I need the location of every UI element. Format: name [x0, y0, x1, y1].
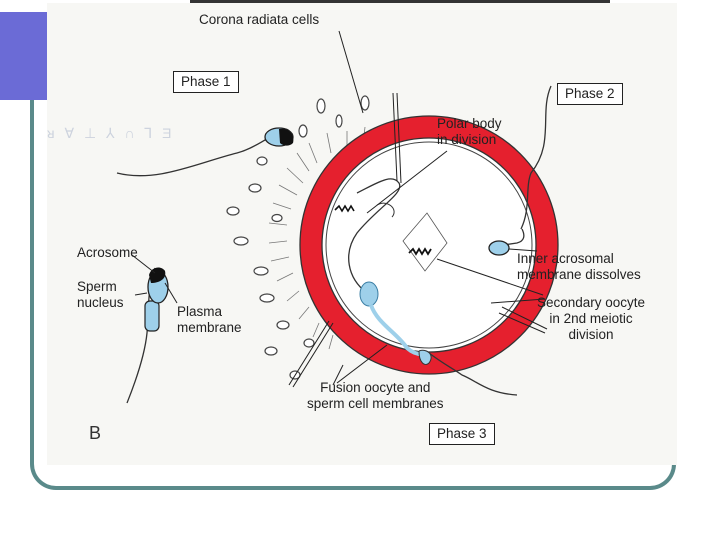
panel-letter: B	[89, 423, 101, 444]
sperm-phase3-head	[360, 282, 378, 306]
sperm-phase2-head	[489, 241, 509, 255]
label-inner-acrosomal: Inner acrosomal membrane dissolves	[517, 251, 641, 283]
label-secondary-oocyte: Secondary oocyte in 2nd meiotic division	[537, 295, 645, 343]
phase-2-box: Phase 2	[557, 83, 623, 105]
sperm-phase1-tail	[117, 138, 269, 176]
slide-accent-bar-lower	[0, 92, 47, 100]
scan-bleed-text: ᴚ ∀ ⊥ ⅄ ∩ Ꞁ Ǝ	[47, 125, 174, 141]
phase-1-box: Phase 1	[173, 71, 239, 93]
label-fusion: Fusion oocyte and sperm cell membranes	[307, 380, 444, 412]
label-sperm-nucleus: Sperm nucleus	[77, 279, 124, 311]
phase-3-box: Phase 3	[429, 423, 495, 445]
label-acrosome: Acrosome	[77, 245, 138, 261]
label-polar-body: Polar body in division	[437, 116, 502, 148]
slide-accent-bar	[0, 12, 47, 92]
label-corona-radiata: Corona radiata cells	[199, 12, 319, 28]
label-plasma-membrane: Plasma membrane	[177, 304, 242, 336]
fertilization-diagram: ᴚ ∀ ⊥ ⅄ ∩ Ꞁ Ǝ Corona radiata cells Phase…	[47, 3, 677, 465]
